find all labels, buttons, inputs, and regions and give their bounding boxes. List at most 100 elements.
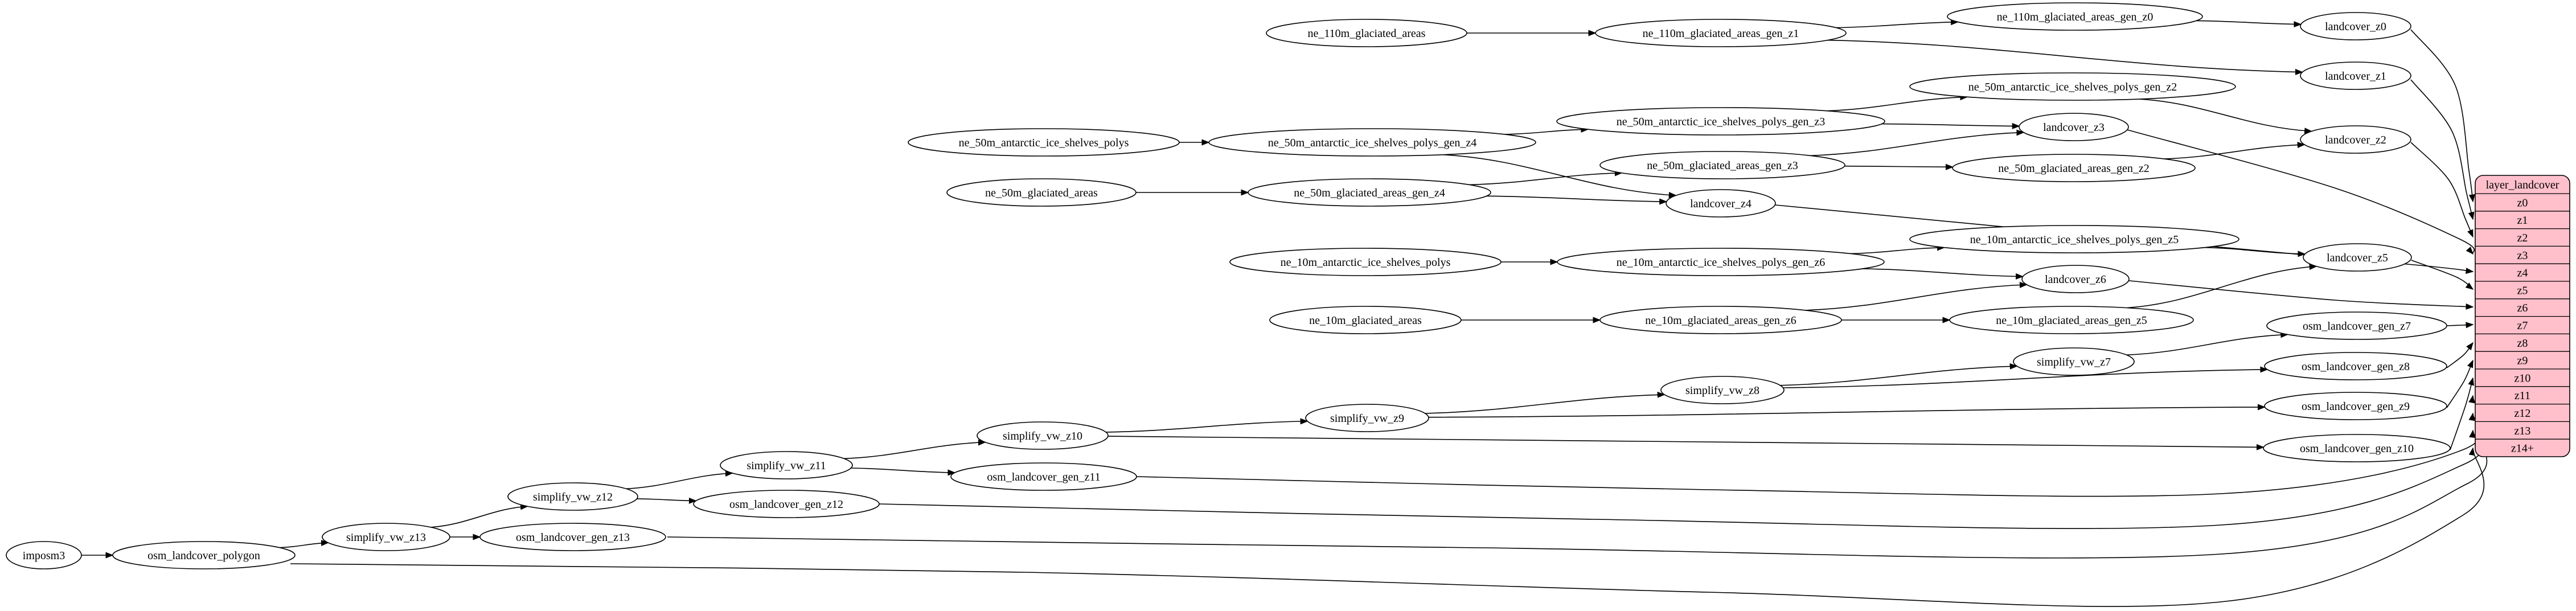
edge-osm_landcover_gen_z10-to-row-z10 (2450, 377, 2474, 450)
node-label-landcover_z4: landcover_z4 (1690, 198, 1751, 210)
node-osm_landcover_gen_z8: osm_landcover_gen_z8 (2264, 352, 2447, 380)
node-ne_50m_glaciated_areas_gen_z3: ne_50m_glaciated_areas_gen_z3 (1599, 151, 1845, 179)
edge-ne_10m_antarctic_ice_shelves_polys_gen_z6-to-landcover_z6 (1862, 268, 2024, 280)
node-simplify_vw_z7: simplify_vw_z7 (2013, 347, 2135, 376)
table-row-z8: z8 (2517, 337, 2528, 350)
node-label-ne_50m_glaciated_areas_gen_z4: ne_50m_glaciated_areas_gen_z4 (1294, 187, 1445, 199)
edge-simplify_vw_z8-to-simplify_vw_z7 (1780, 363, 2018, 386)
edge-ne_50m_glaciated_areas_gen_z4-to-landcover_z4 (1486, 195, 1668, 205)
node-shape-ne_10m_antarctic_ice_shelves_polys_gen_z5 (1909, 225, 2239, 253)
node-label-landcover_z5: landcover_z5 (2327, 252, 2388, 264)
node-shape-ne_10m_glaciated_areas (1269, 306, 1462, 334)
node-shape-ne_110m_glaciated_areas_gen_z0 (1947, 2, 2203, 31)
node-label-osm_landcover_gen_z13: osm_landcover_gen_z13 (516, 531, 630, 544)
node-ne_50m_antarctic_ice_shelves_polys_gen_z3: ne_50m_antarctic_ice_shelves_polys_gen_z… (1556, 107, 1885, 136)
node-shape-landcover_z6 (2021, 265, 2130, 293)
node-osm_landcover_gen_z7: osm_landcover_gen_z7 (2266, 311, 2447, 340)
edge-simplify_vw_z11-to-osm_landcover_gen_z11 (851, 468, 956, 476)
edge-osm_landcover_gen_z8-to-row-z8 (2446, 342, 2474, 368)
edge-ne_50m_antarctic_ice_shelves_polys_gen_z4-to-landcover_z4 (1442, 154, 1677, 199)
edge-ne_50m_glaciated_areas_gen_z2-to-landcover_z2 (2164, 142, 2306, 159)
node-shape-ne_50m_antarctic_ice_shelves_polys_gen_z3 (1556, 107, 1885, 136)
node-shape-ne_110m_glaciated_areas (1266, 19, 1467, 47)
table-row-z11: z11 (2515, 389, 2530, 402)
node-label-ne_50m_antarctic_ice_shelves_polys_gen_z2: ne_50m_antarctic_ice_shelves_polys_gen_z… (1968, 81, 2177, 93)
edge-landcover_z0-to-row-z0 (2410, 29, 2475, 203)
edge-landcover_z2-to-row-z2 (2410, 142, 2474, 238)
node-shape-ne_50m_glaciated_areas_gen_z2 (1952, 154, 2196, 182)
edge-landcover_z6-to-row-z6 (2128, 280, 2474, 310)
node-simplify_vw_z10: simplify_vw_z10 (977, 421, 1109, 450)
node-shape-ne_50m_glaciated_areas_gen_z3 (1599, 151, 1845, 179)
node-label-simplify_vw_z13: simplify_vw_z13 (346, 531, 426, 544)
edge-landcover_z3-to-row-z3 (2127, 129, 2475, 255)
node-shape-ne_50m_antarctic_ice_shelves_polys_gen_z2 (1909, 72, 2236, 101)
node-label-simplify_vw_z7: simplify_vw_z7 (2037, 356, 2111, 368)
node-label-ne_10m_glaciated_areas_gen_z5: ne_10m_glaciated_areas_gen_z5 (1996, 314, 2147, 327)
edge-ne_50m_glaciated_areas_gen_z3-to-landcover_z3 (1810, 129, 2025, 157)
node-landcover_z0: landcover_z0 (2300, 12, 2411, 40)
node-ne_50m_antarctic_ice_shelves_polys_gen_z4: ne_50m_antarctic_ice_shelves_polys_gen_z… (1208, 128, 1536, 157)
node-label-simplify_vw_z11: simplify_vw_z11 (746, 460, 826, 472)
node-label-ne_10m_antarctic_ice_shelves_polys_gen_z6: ne_10m_antarctic_ice_shelves_polys_gen_z… (1617, 256, 1826, 269)
edge-osm_landcover_polygon-to-simplify_vw_z13 (280, 540, 329, 548)
node-simplify_vw_z9: simplify_vw_z9 (1305, 404, 1429, 432)
node-shape-ne_10m_glaciated_areas_gen_z5 (1949, 306, 2194, 334)
edge-osm_landcover_polygon-to-row-z14+ (290, 447, 2484, 607)
node-label-ne_50m_glaciated_areas_gen_z3: ne_50m_glaciated_areas_gen_z3 (1647, 159, 1798, 172)
node-label-landcover_z6: landcover_z6 (2045, 273, 2106, 286)
node-landcover_z6: landcover_z6 (2021, 265, 2130, 293)
node-osm_landcover_gen_z11: osm_landcover_gen_z11 (950, 462, 1137, 491)
table-row-z13: z13 (2515, 425, 2531, 437)
node-label-ne_50m_glaciated_areas: ne_50m_glaciated_areas (985, 187, 1098, 199)
node-imposm3: imposm3 (6, 541, 82, 569)
node-ne_50m_antarctic_ice_shelves_polys: ne_50m_antarctic_ice_shelves_polys (908, 128, 1180, 157)
edge-osm_landcover_gen_z13-to-row-z13 (667, 429, 2488, 559)
table-row-z9: z9 (2517, 355, 2528, 367)
node-landcover_z3: landcover_z3 (2019, 113, 2129, 141)
node-shape-simplify_vw_z9 (1305, 404, 1429, 432)
node-ne_50m_antarctic_ice_shelves_polys_gen_z2: ne_50m_antarctic_ice_shelves_polys_gen_z… (1909, 72, 2236, 101)
node-shape-ne_50m_glaciated_areas_gen_z4 (1248, 178, 1491, 207)
edge-ne_10m_antarctic_ice_shelves_polys_gen_z6-to-ne_10m_antarctic_ice_shelves_polys_gen_z5 (1850, 244, 1946, 255)
node-label-imposm3: imposm3 (23, 550, 65, 562)
node-shape-osm_landcover_polygon (112, 541, 296, 569)
node-shape-simplify_vw_z7 (2013, 347, 2135, 376)
edge-simplify_vw_z9-to-osm_landcover_gen_z9 (1428, 404, 2266, 418)
node-label-ne_10m_glaciated_areas_gen_z6: ne_10m_glaciated_areas_gen_z6 (1645, 314, 1796, 327)
node-label-landcover_z3: landcover_z3 (2043, 121, 2105, 134)
edge-simplify_vw_z9-to-simplify_vw_z8 (1425, 391, 1666, 414)
node-shape-simplify_vw_z12 (507, 482, 638, 511)
node-osm_landcover_gen_z12: osm_landcover_gen_z12 (693, 490, 880, 518)
node-ne_110m_glaciated_areas_gen_z1: ne_110m_glaciated_areas_gen_z1 (1595, 19, 1847, 47)
node-shape-simplify_vw_z13 (322, 523, 450, 551)
node-ne_10m_antarctic_ice_shelves_polys: ne_10m_antarctic_ice_shelves_polys (1229, 248, 1502, 276)
node-label-ne_110m_glaciated_areas_gen_z1: ne_110m_glaciated_areas_gen_z1 (1643, 27, 1799, 40)
edge-simplify_vw_z13-to-simplify_vw_z12 (430, 503, 528, 528)
node-simplify_vw_z11: simplify_vw_z11 (720, 451, 853, 479)
table-row-z3: z3 (2517, 249, 2528, 262)
node-ne_50m_glaciated_areas_gen_z4: ne_50m_glaciated_areas_gen_z4 (1248, 178, 1491, 207)
node-shape-ne_10m_glaciated_areas_gen_z6 (1599, 306, 1842, 334)
node-shape-ne_50m_glaciated_areas (946, 178, 1137, 207)
node-landcover_z5: landcover_z5 (2303, 243, 2412, 272)
edge-ne_110m_glaciated_areas_gen_z1-to-landcover_z1 (1827, 39, 2303, 75)
edge-simplify_vw_z11-to-simplify_vw_z10 (844, 439, 986, 460)
edge-simplify_vw_z10-to-simplify_vw_z9 (1106, 418, 1308, 433)
node-shape-ne_10m_antarctic_ice_shelves_polys (1229, 248, 1502, 276)
edge-simplify_vw_z10-to-osm_landcover_gen_z10 (1107, 436, 2265, 450)
edge-ne_50m_antarctic_ice_shelves_polys_gen_z3-to-ne_50m_antarctic_ice_shelves_polys_gen_z2 (1826, 94, 1968, 112)
node-shape-ne_50m_antarctic_ice_shelves_polys_gen_z4 (1208, 128, 1536, 157)
table-title: layer_landcover (2486, 179, 2559, 191)
table-row-z0: z0 (2517, 196, 2528, 209)
node-label-ne_50m_antarctic_ice_shelves_polys: ne_50m_antarctic_ice_shelves_polys (959, 137, 1129, 149)
node-landcover_z4: landcover_z4 (1666, 189, 1776, 218)
node-shape-simplify_vw_z10 (977, 421, 1109, 450)
node-simplify_vw_z13: simplify_vw_z13 (322, 523, 450, 551)
edge-ne_10m_glaciated_areas_gen_z6-to-landcover_z6 (1805, 281, 2028, 311)
node-ne_10m_glaciated_areas_gen_z6: ne_10m_glaciated_areas_gen_z6 (1599, 306, 1842, 334)
node-label-osm_landcover_polygon: osm_landcover_polygon (147, 550, 260, 562)
table-row-z7: z7 (2517, 319, 2528, 332)
edge-landcover_z5-to-row-z5 (2411, 260, 2474, 290)
